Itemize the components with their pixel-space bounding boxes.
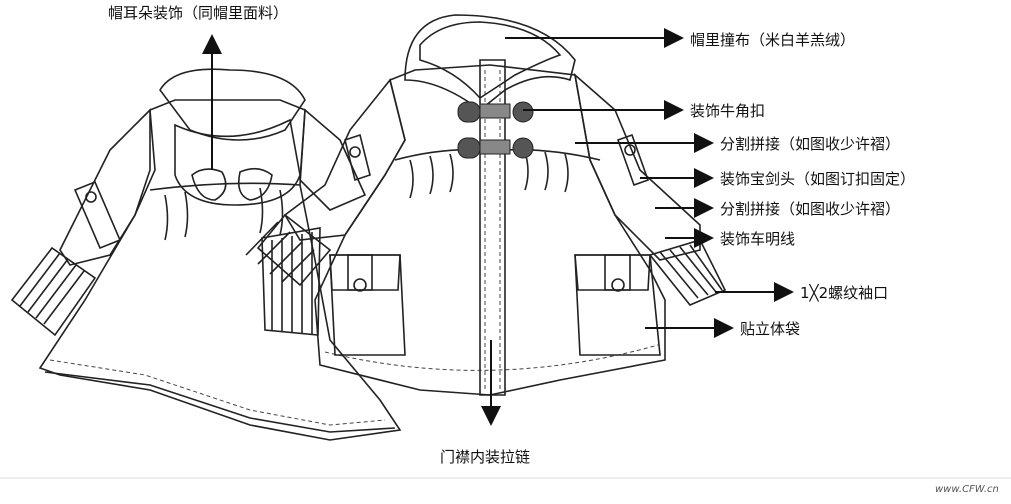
back-body bbox=[38, 99, 402, 441]
front-placket bbox=[479, 59, 506, 396]
hood-ear-left bbox=[191, 168, 227, 201]
watermark: www.CFW.cn bbox=[935, 484, 999, 495]
back-hood bbox=[174, 118, 301, 206]
back-view-coat bbox=[10, 68, 402, 441]
label-hood-ear: 帽耳朵装饰（同帽里面料） bbox=[108, 4, 288, 22]
label-hood-lining: 帽里撞布（米白羊羔绒） bbox=[690, 31, 855, 49]
label-panel-1: 分割拼接（如图收少许褶） bbox=[720, 135, 900, 153]
toggle-buttons bbox=[457, 101, 534, 159]
front-right-pocket bbox=[574, 254, 661, 356]
label-pocket: 贴立体袋 bbox=[740, 320, 800, 338]
label-zipper: 门襟内装拉链 bbox=[440, 448, 530, 466]
label-panel-2: 分割拼接（如图收少许褶） bbox=[720, 200, 900, 218]
front-right-cuff bbox=[648, 239, 727, 306]
front-left-cuff bbox=[245, 213, 332, 287]
front-view-coat bbox=[245, 14, 727, 396]
back-right-sleeve bbox=[299, 108, 367, 211]
label-cuff: 1╳2螺纹袖口 bbox=[800, 284, 888, 302]
front-body bbox=[314, 64, 666, 396]
hood-ear-right bbox=[237, 167, 273, 201]
back-hood-lining bbox=[159, 68, 306, 141]
back-left-cuff bbox=[10, 246, 97, 337]
back-left-sleeve bbox=[59, 108, 156, 266]
label-tab: 装饰宝剑头（如图订扣固定） bbox=[720, 170, 915, 188]
front-hood bbox=[404, 14, 576, 112]
callout-arrows bbox=[202, 28, 794, 426]
label-toggle: 装饰牛角扣 bbox=[690, 102, 765, 120]
label-topstitch: 装饰车明线 bbox=[720, 230, 795, 248]
front-hood-lining bbox=[419, 21, 562, 100]
front-left-pocket bbox=[329, 254, 406, 356]
